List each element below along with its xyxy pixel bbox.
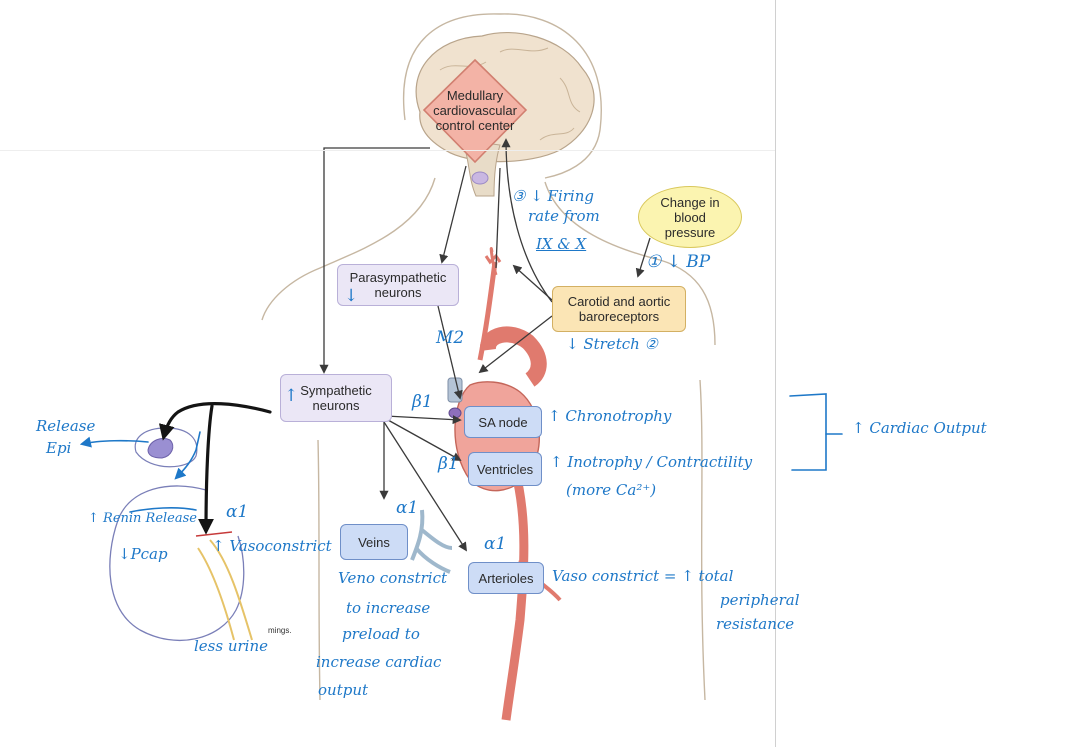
note-tpr-1: peripheral: [720, 591, 800, 609]
medullary-line-2: cardiovascular: [433, 102, 517, 118]
note-more-ca: (more Ca²⁺): [566, 481, 657, 499]
black-ink-arrows: [158, 402, 272, 535]
note-less-urine: less urine: [194, 637, 269, 655]
note-chronotrophy: ↑ Chronotrophy: [548, 407, 672, 425]
adrenal-gland: [134, 427, 198, 468]
note-beta1-sa: β1: [412, 392, 433, 412]
veins-illustration: [410, 509, 453, 574]
sa-node-label: SA node: [478, 414, 528, 430]
ventricles-label: Ventricles: [476, 461, 534, 477]
note-para-down: ↓: [344, 286, 359, 306]
parasympathetic-box: Parasympathetic neurons: [337, 264, 459, 306]
note-veno-4: increase cardiac: [316, 653, 442, 671]
head-outline: [402, 13, 602, 179]
arterioles-label: Arterioles: [478, 570, 534, 586]
change-bp-bubble: Change in blood pressure: [638, 186, 742, 248]
right-torso: [699, 379, 706, 701]
arrow-para-to-sa: [437, 305, 463, 400]
ventricles-box: Ventricles: [468, 452, 542, 486]
symp-line-2: neurons: [312, 398, 360, 413]
note-step1: ① ↓ BP: [646, 252, 711, 272]
note-veno-3: preload to: [342, 625, 420, 643]
note-renin: ↑ Renin Release: [88, 511, 197, 526]
note-symp-up: ↑: [284, 386, 299, 406]
note-alpha1-arterioles: α1: [484, 534, 507, 554]
cardiac-output-bracket: [789, 393, 827, 471]
note-cardiac-output: ↑ Cardiac Output: [852, 419, 987, 437]
baroreceptors-box: Carotid and aortic baroreceptors: [552, 286, 686, 332]
note-alpha1-veins: α1: [396, 498, 419, 518]
carotid-illustration: [484, 247, 502, 276]
note-pcap: ↓Pcap: [118, 545, 168, 563]
baro-line-1: Carotid and aortic: [567, 294, 671, 309]
para-line-1: Parasympathetic: [349, 270, 447, 285]
arterioles-box: Arterioles: [468, 562, 544, 594]
arrow-symp-to-arterioles: [383, 421, 467, 552]
note-veno-5: output: [318, 681, 369, 699]
arrow-symp-to-sa: [385, 415, 462, 425]
sa-node-marker: [448, 407, 462, 419]
note-tpr-2: resistance: [716, 615, 795, 633]
note-m2: M2: [436, 328, 465, 348]
nerve-line: [495, 167, 501, 269]
arrow-baro-1: [512, 264, 553, 301]
right-shoulder: [544, 181, 716, 346]
diagram-arrows: [319, 138, 651, 552]
heart-illustration: [447, 261, 562, 721]
change-bp-line-2: blood: [674, 209, 706, 225]
note-inotrophy: ↑ Inotrophy / Contractility: [550, 453, 753, 471]
brainstem-marker: [471, 171, 489, 185]
arrow-medulla-to-parasympathetic: [439, 165, 467, 264]
arrow-bp-to-baro: [635, 237, 651, 278]
arrow-symp-to-ventricles: [387, 419, 462, 461]
note-vaso-arterioles: Vaso constrict = ↑ total: [552, 567, 734, 585]
arrow-medulla-to-sympathetic: [319, 147, 430, 374]
change-bp-line-3: pressure: [664, 224, 716, 240]
change-bp-line-1: Change in: [660, 194, 720, 210]
medullary-center-shape: [422, 58, 528, 164]
medullary-center-label: Medullary cardiovascular control center: [424, 82, 526, 138]
arrow-baro-to-medulla: [501, 138, 553, 303]
kidney-sketch: [109, 485, 253, 642]
note-release-epi-1: Release: [36, 417, 96, 435]
arrow-baro-2: [478, 315, 553, 374]
note-step3-line3: IX & X: [536, 235, 587, 253]
para-line-2: neurons: [374, 285, 422, 300]
left-shoulder: [261, 177, 436, 321]
medullary-line-1: Medullary: [446, 87, 504, 103]
note-veno-1: Veno constrict: [338, 569, 448, 587]
sympathetic-box: Sympathetic neurons: [280, 374, 392, 422]
sa-node-box: SA node: [464, 406, 542, 438]
note-step2: ↓ Stretch ②: [566, 335, 658, 353]
body-silhouette: [261, 13, 716, 701]
baro-line-2: baroreceptors: [578, 309, 660, 324]
note-step3-line2: rate from: [528, 207, 600, 225]
note-step3-line1: ③ ↓ Firing: [512, 187, 594, 205]
medullary-line-3: control center: [435, 117, 515, 133]
credit-fragment: mings.: [268, 626, 292, 635]
note-release-epi-2: Epi: [46, 439, 72, 457]
note-veno-2: to increase: [346, 599, 431, 617]
note-vasoconstrict-kidney: ↑ Vasoconstrict: [212, 537, 332, 555]
left-torso: [317, 439, 321, 701]
page-divider-horizontal: [0, 150, 775, 151]
symp-line-1: Sympathetic: [300, 383, 372, 398]
note-beta1-ventricles: β1: [438, 454, 459, 474]
page-divider-vertical: [775, 0, 776, 747]
veins-box: Veins: [340, 524, 408, 560]
veins-label: Veins: [358, 534, 390, 550]
note-alpha1-kidney: α1: [226, 502, 249, 522]
